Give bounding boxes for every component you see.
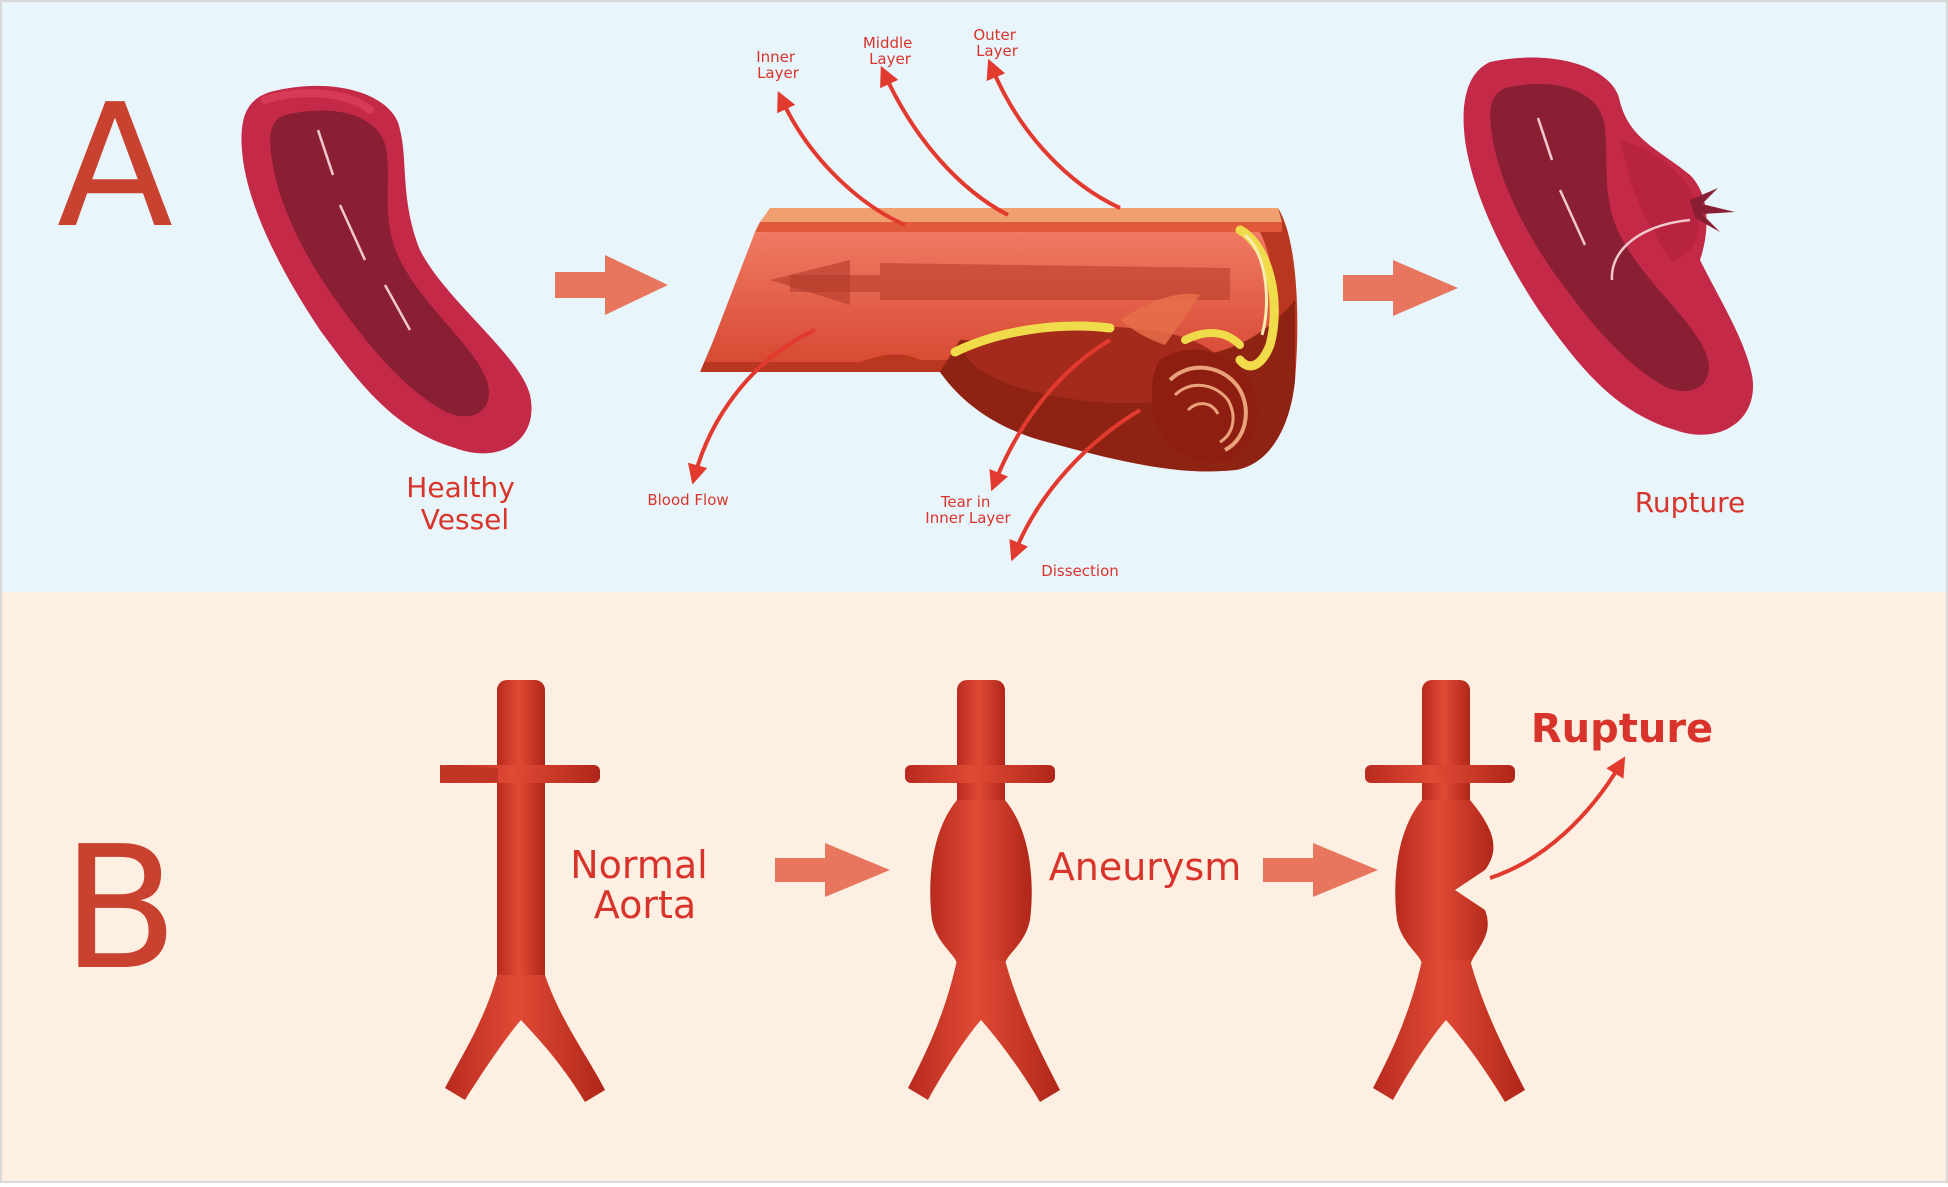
arrow-dissection xyxy=(1009,408,1142,562)
normal-aorta-illustration xyxy=(440,680,605,1102)
panel-b-letter: B xyxy=(62,810,179,1008)
rupture-arrow-b xyxy=(1489,756,1626,880)
arrow-tear xyxy=(989,338,1112,492)
progress-arrow-b1 xyxy=(775,843,890,897)
arrow-inner-layer xyxy=(777,90,906,227)
aneurysm-label: Aneurysm xyxy=(1049,845,1241,889)
dissected-vessel-illustration xyxy=(700,208,1298,472)
panel-a-letter: A xyxy=(57,68,173,266)
healthy-vessel-label: Healthy Vessel xyxy=(406,471,523,536)
arrow-blood-flow xyxy=(687,328,816,485)
dissection-label: Dissection xyxy=(1041,562,1119,580)
rupture-label-b: Rupture xyxy=(1531,706,1713,752)
inner-layer-label: Inner Layer xyxy=(756,48,800,82)
progress-arrow-a1 xyxy=(555,255,668,315)
arrow-middle-layer xyxy=(880,65,1009,217)
outer-layer-label: Outer Layer xyxy=(973,26,1020,60)
ruptured-vessel-illustration xyxy=(1463,57,1754,435)
rupture-label-a: Rupture xyxy=(1635,486,1746,519)
callout-arrows xyxy=(687,58,1142,562)
progress-arrow-a2 xyxy=(1343,260,1458,316)
arrow-outer-layer xyxy=(986,58,1121,210)
progress-arrow-b2 xyxy=(1263,843,1378,897)
healthy-vessel-illustration xyxy=(241,85,532,454)
tear-label: Tear in Inner Layer xyxy=(925,493,1011,527)
blood-flow-label: Blood Flow xyxy=(647,491,728,509)
normal-aorta-label: Normal Aorta xyxy=(570,843,720,927)
middle-layer-label: Middle Layer xyxy=(863,34,917,68)
aneurysm-aorta-illustration xyxy=(905,680,1060,1102)
ruptured-aorta-illustration xyxy=(1365,680,1525,1102)
